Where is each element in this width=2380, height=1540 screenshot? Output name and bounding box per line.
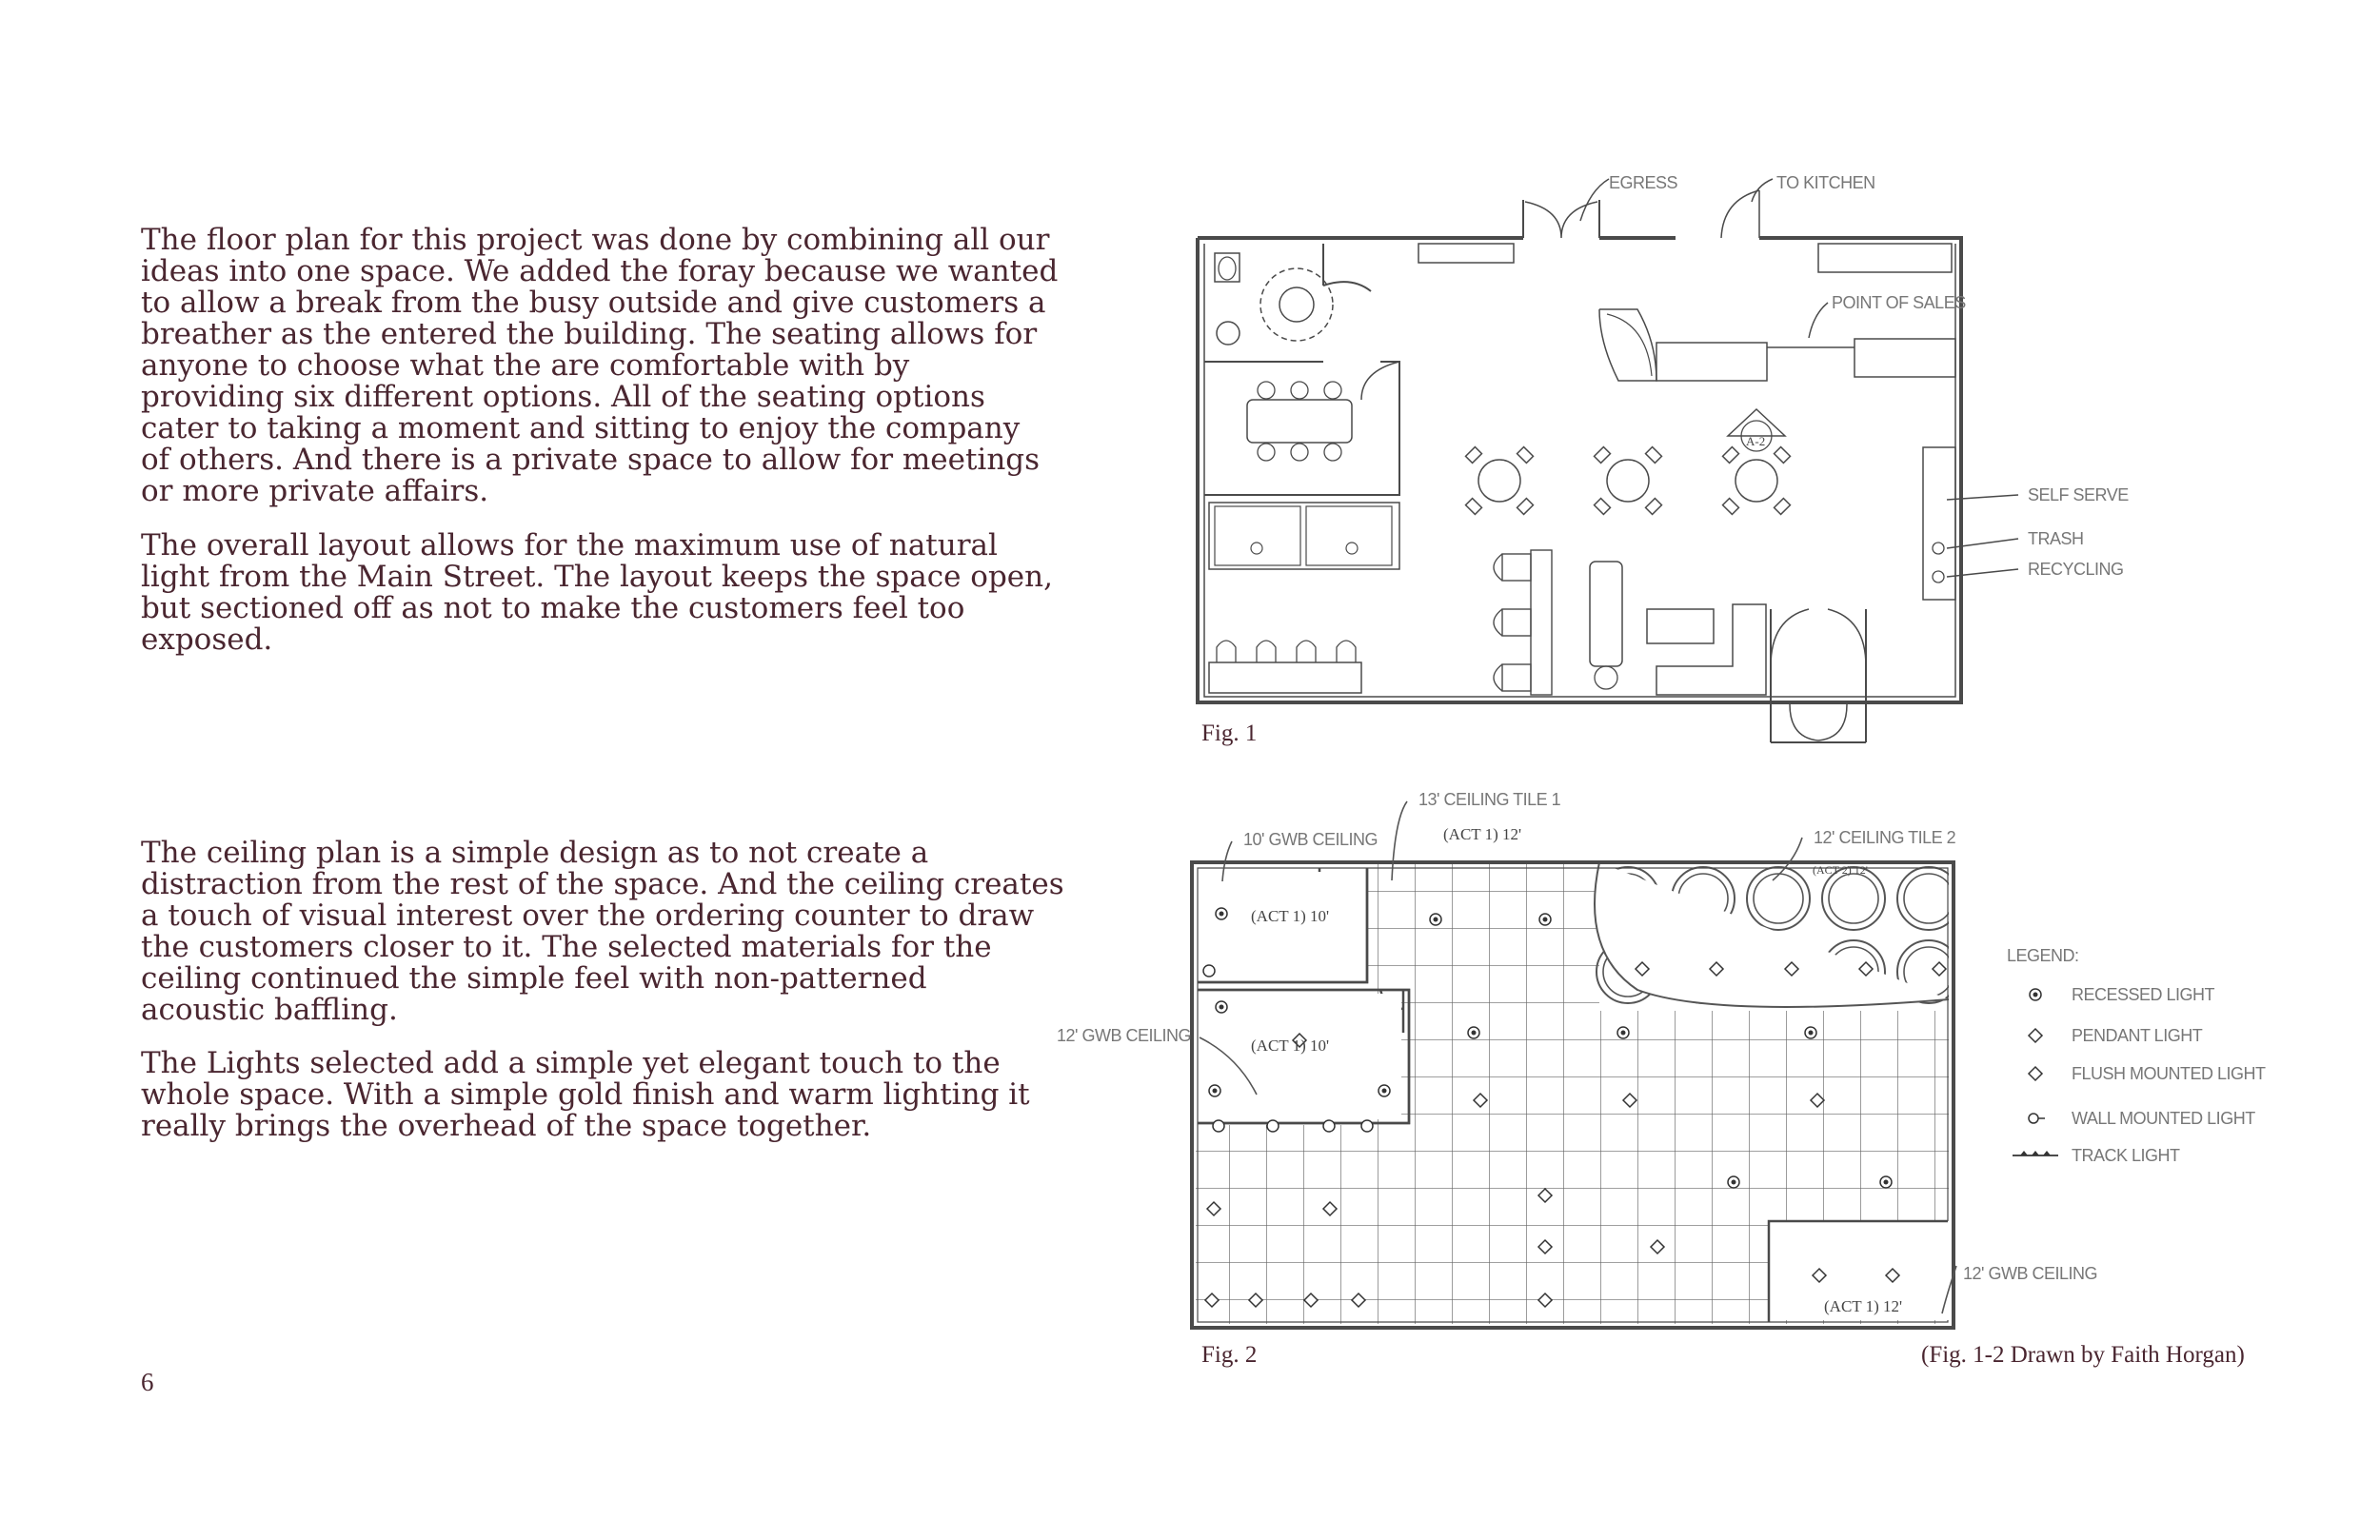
floor-plan-labels: EGRESS TO KITCHEN POINT OF SALES SELF SE… (1609, 173, 2130, 579)
self-serve-label: SELF SERVE (2028, 485, 2129, 504)
legend-item-track: TRACK LIGHT (2072, 1146, 2180, 1165)
page-number: 6 (141, 1368, 154, 1396)
lighting-paragraph: The Lights selected add a simple yet ele… (141, 1046, 1030, 1143)
kitchen-label: TO KITCHEN (1776, 173, 1875, 192)
legend-item-pendant: PENDANT LIGHT (2072, 1026, 2203, 1045)
ceiling-tile-1-label: 13' CEILING TILE 1 (1418, 790, 1561, 809)
act-12-top-label: (ACT 1) 12' (1443, 825, 1521, 843)
legend-item-wall: WALL MOUNTED LIGHT (2072, 1109, 2255, 1128)
layout-paragraph: The overall layout allows for the maximu… (141, 528, 1053, 657)
gwb-10-label: 10' GWB CEILING (1243, 830, 1378, 849)
trash-label: TRASH (2028, 529, 2084, 548)
legend-item-recessed: RECESSED LIGHT (2072, 985, 2215, 1004)
act-2-label: (ACT 2) 12' (1813, 863, 1868, 877)
flush-mounted-light-icon (2027, 1065, 2044, 1082)
ceiling-tile-2-label: 12' CEILING TILE 2 (1814, 828, 1956, 847)
floor-plan-paragraph: The floor plan for this project was done… (141, 223, 1059, 508)
legend-item-flush: FLUSH MOUNTED LIGHT (2072, 1064, 2266, 1083)
floor-plan-drawing (1196, 178, 2019, 743)
ceiling-plan-drawing (1190, 800, 1957, 1330)
wall-mounted-light-icon (2028, 1113, 2039, 1124)
recycling-label: RECYCLING (2028, 560, 2124, 579)
figure-1-caption: Fig. 1 (1201, 721, 1258, 746)
point-of-sales-label: POINT OF SALES (1832, 293, 1966, 312)
act-10-lower-label: (ACT 1) 10' (1251, 1037, 1329, 1055)
a2-marker-label: A-2 (1746, 434, 1765, 448)
figure-credit: (Fig. 1-2 Drawn by Faith Horgan) (1921, 1342, 2245, 1368)
pendant-light-icon (2027, 1027, 2044, 1044)
lighting-legend: LEGEND: RECESSED LIGHT PENDANT LIGHT FLU… (2007, 946, 2267, 1165)
gwb-12-right-label: 12' GWB CEILING (1963, 1264, 2097, 1283)
track-light-icon (2013, 1151, 2058, 1156)
ceiling-plan-labels: 13' CEILING TILE 1 10' GWB CEILING (ACT … (1057, 790, 2097, 1315)
act-10-upper-label: (ACT 1) 10' (1251, 907, 1329, 925)
egress-label: EGRESS (1609, 173, 1678, 192)
legend-title: LEGEND: (2007, 946, 2079, 965)
gwb-12-left-label: 12' GWB CEILING (1057, 1026, 1191, 1045)
ceiling-plan-paragraph: The ceiling plan is a simple design as t… (141, 836, 1064, 1027)
act-12-bottom-label: (ACT 1) 12' (1824, 1297, 1902, 1315)
figure-2-caption: Fig. 2 (1201, 1342, 1258, 1368)
